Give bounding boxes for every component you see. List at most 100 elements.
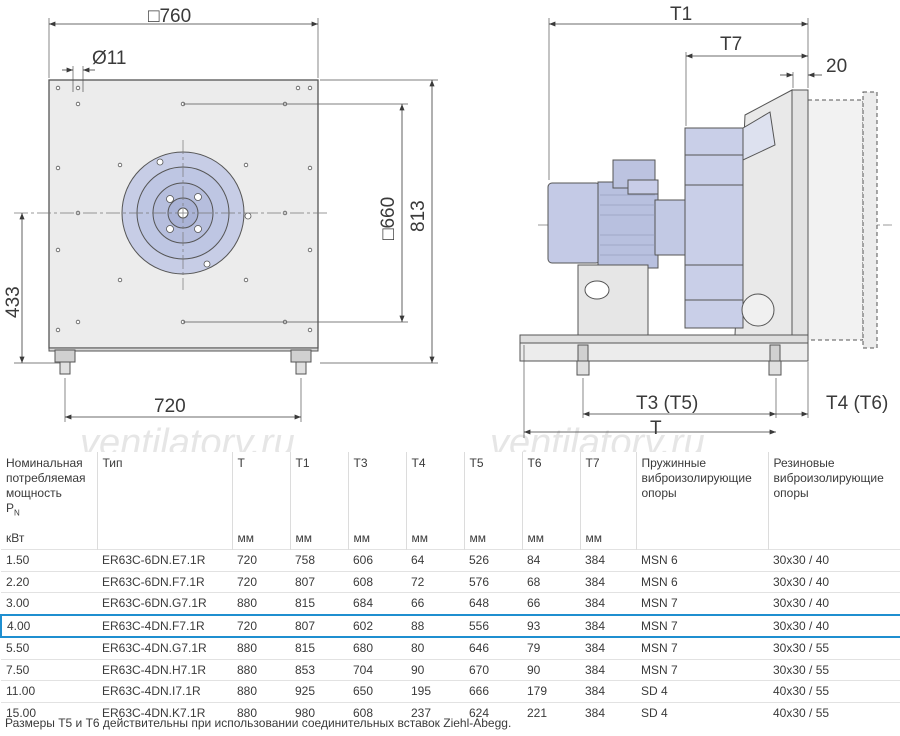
- table-cell: MSN 7: [636, 613, 768, 638]
- table-cell: 40x30 / 55: [768, 701, 900, 723]
- table-cell: 720: [232, 549, 290, 571]
- table-cell: 384: [580, 613, 636, 638]
- footnote: Размеры T5 и T6 действительны при исполь…: [5, 716, 512, 730]
- inner-square-dim-label: □660: [378, 197, 399, 240]
- table-cell: 66: [406, 592, 464, 615]
- table-cell: 11.00: [1, 680, 97, 702]
- table-cell: 384: [580, 680, 636, 702]
- table-cell: 384: [580, 636, 636, 659]
- table-cell: 606: [348, 549, 406, 571]
- table-cell: 556: [464, 613, 522, 638]
- table-cell: 68: [522, 570, 580, 593]
- table-cell: 853: [290, 658, 348, 681]
- table-cell: 720: [232, 613, 290, 638]
- col-header-power: Номинальная потребляемая мощность PN кВт: [1, 452, 98, 550]
- table-cell: 90: [522, 658, 580, 681]
- table-cell: 384: [580, 701, 636, 723]
- table-cell: 221: [522, 701, 580, 723]
- table-cell: 88: [406, 613, 464, 638]
- table-cell: 880: [232, 636, 290, 659]
- table-cell: 758: [290, 549, 348, 571]
- table-cell: 30x30 / 40: [768, 613, 900, 638]
- table-cell: 807: [290, 613, 348, 638]
- table-cell: 93: [522, 613, 580, 638]
- table-cell: MSN 7: [636, 592, 768, 615]
- table-cell: ER63C-6DN.G7.1R: [97, 592, 232, 615]
- technical-drawing: ventilatory.ru ventilatory.ru: [3, 4, 892, 452]
- table-cell: ER63C-6DN.E7.1R: [97, 549, 232, 571]
- table-cell: 680: [348, 636, 406, 659]
- col-header-spring-mounts: Пружинные виброизолирующие опоры: [636, 452, 769, 550]
- table-cell: 237: [406, 701, 464, 723]
- table-cell: 648: [464, 592, 522, 615]
- table-cell: 64: [406, 549, 464, 571]
- table-cell: MSN 6: [636, 549, 768, 571]
- table-cell: 815: [290, 636, 348, 659]
- t1-dim-label: T1: [670, 4, 692, 25]
- table-cell: 384: [580, 658, 636, 681]
- table-cell: 79: [522, 636, 580, 659]
- table-cell: MSN 7: [636, 658, 768, 681]
- table-header-row: Номинальная потребляемая мощность PN кВт…: [1, 452, 900, 550]
- table-cell: 2.20: [1, 570, 97, 593]
- table-cell: 815: [290, 592, 348, 615]
- table-cell: MSN 7: [636, 636, 768, 659]
- table-cell: 608: [348, 570, 406, 593]
- table-cell: 4.00: [0, 613, 97, 638]
- table-cell: ER63C-4DN.I7.1R: [97, 680, 232, 702]
- side-view: [519, 18, 892, 438]
- t-dim-label: T: [650, 418, 662, 439]
- t7-dim-label: T7: [720, 34, 742, 55]
- table-cell: 880: [232, 701, 290, 723]
- table-cell: 195: [406, 680, 464, 702]
- table-cell: 30x30 / 55: [768, 636, 900, 659]
- table-cell: 30x30 / 55: [768, 658, 900, 681]
- table-cell: 526: [464, 549, 522, 571]
- col-header-type: Тип: [97, 452, 233, 550]
- table-cell: ER63C-6DN.F7.1R: [97, 570, 232, 593]
- table-cell: ER63C-4DN.G7.1R: [97, 636, 232, 659]
- axis-height-dim-label: 433: [3, 286, 24, 318]
- table-cell: 30x30 / 40: [768, 549, 900, 571]
- flange-dim-label: 20: [826, 56, 847, 77]
- table-cell: 90: [406, 658, 464, 681]
- table-cell: 179: [522, 680, 580, 702]
- table-cell: 384: [580, 570, 636, 593]
- table-cell: ER63C-4DN.K7.1R: [97, 701, 232, 723]
- watermark-text: ventilatory.ru: [490, 422, 705, 452]
- table-cell: SD 4: [636, 701, 768, 723]
- height-dim-label: 813: [408, 200, 429, 232]
- table-cell: 576: [464, 570, 522, 593]
- t4-t6-dim-label: T4 (T6): [826, 393, 888, 414]
- table-cell: 980: [290, 701, 348, 723]
- table-cell: 670: [464, 658, 522, 681]
- table-cell: ER63C-4DN.F7.1R: [97, 613, 232, 638]
- col-header-rubber-mounts: Резиновые виброизолирующие опоры: [773, 456, 884, 500]
- table-cell: ER63C-4DN.H7.1R: [97, 658, 232, 681]
- table-cell: 84: [522, 549, 580, 571]
- table-cell: 624: [464, 701, 522, 723]
- front-view: [14, 18, 438, 422]
- table-cell: 3.00: [1, 592, 97, 615]
- table-cell: 7.50: [1, 658, 97, 681]
- table-cell: 384: [580, 549, 636, 571]
- table-cell: 66: [522, 592, 580, 615]
- table-cell: 608: [348, 701, 406, 723]
- watermark-text: ventilatory.ru: [80, 422, 295, 452]
- table-cell: 880: [232, 658, 290, 681]
- table-cell: MSN 6: [636, 570, 768, 593]
- fan-spec-table: Номинальная потребляемая мощность PN кВт…: [0, 452, 900, 723]
- table-cell: 5.50: [1, 636, 97, 659]
- table-cell: 880: [232, 680, 290, 702]
